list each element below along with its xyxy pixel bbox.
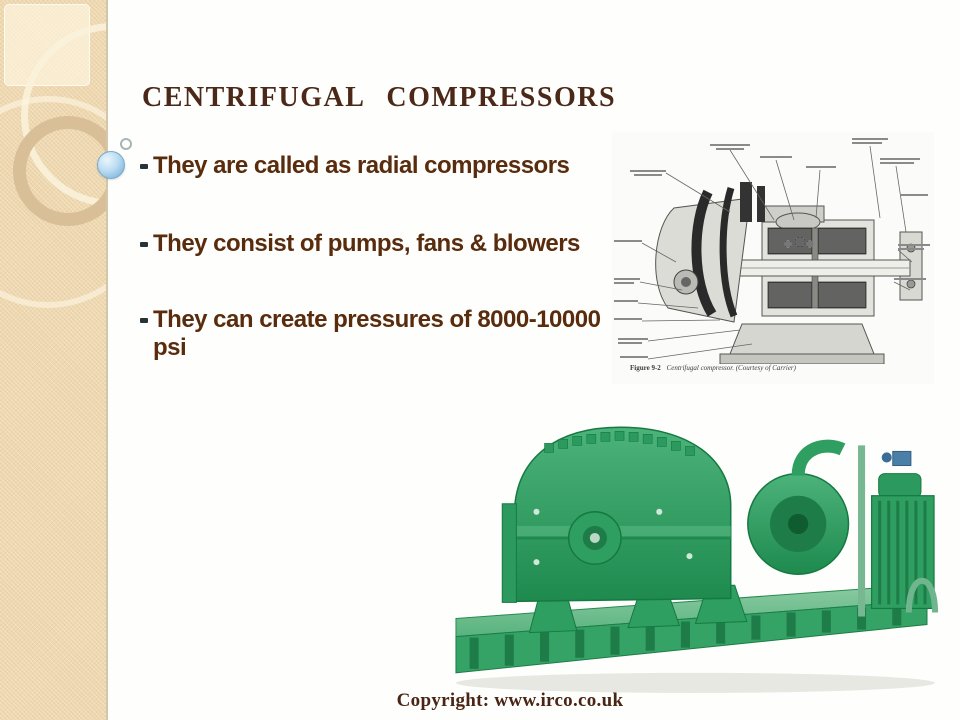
sidebar-light-circle-decoration-2 [0, 96, 106, 308]
machine-right-unit [747, 439, 850, 575]
bullet-text-1: They are called as radial compressors [153, 152, 570, 179]
bullet-dash-icon [140, 164, 148, 169]
machine-cooler-and-pipes [858, 445, 939, 617]
bullet-list: They are called as radial compressors Th… [140, 152, 645, 363]
bullet-item-1: They are called as radial compressors [140, 152, 645, 181]
bullet-dash-icon [140, 241, 148, 247]
bullet-item-2: They consist of pumps, fans & blowers [140, 230, 645, 259]
machine-main-housing [501, 426, 732, 603]
green-compressor-illustration [455, 426, 939, 693]
compressor-cutaway-figure: Figure 9-2 Centrifugal compressor. (Cour… [612, 132, 934, 384]
figure-caption-label: Figure 9-2 [630, 364, 661, 372]
diagram-volute [655, 182, 765, 323]
diagram-label-marks [614, 138, 930, 358]
bullet-text-3: They can create pressures of 8000-10000 … [153, 305, 601, 362]
figure-caption: Figure 9-2 Centrifugal compressor. (Cour… [630, 364, 930, 372]
diagram-base [719, 323, 885, 365]
copyright-text: Copyright: www.irco.co.uk [396, 690, 624, 711]
photo-shadow [455, 672, 936, 693]
slide-title: CENTRIFUGAL COMPRESSORS [142, 82, 617, 113]
small-ring-decoration [120, 138, 132, 150]
compressor-photo [443, 385, 948, 697]
blue-sphere-decoration [97, 151, 125, 179]
bullet-dash-icon [140, 317, 148, 323]
bullet-item-3: They can create pressures of 8000-10000 … [140, 306, 615, 364]
bullet-text-2: They consist of pumps, fans & blowers [153, 229, 580, 257]
figure-caption-text: Centrifugal compressor. (Courtesy of Car… [666, 364, 796, 372]
compressor-cutaway-diagram [614, 138, 930, 365]
diagram-leader-lines [637, 145, 913, 360]
theme-sidebar [0, 0, 108, 720]
